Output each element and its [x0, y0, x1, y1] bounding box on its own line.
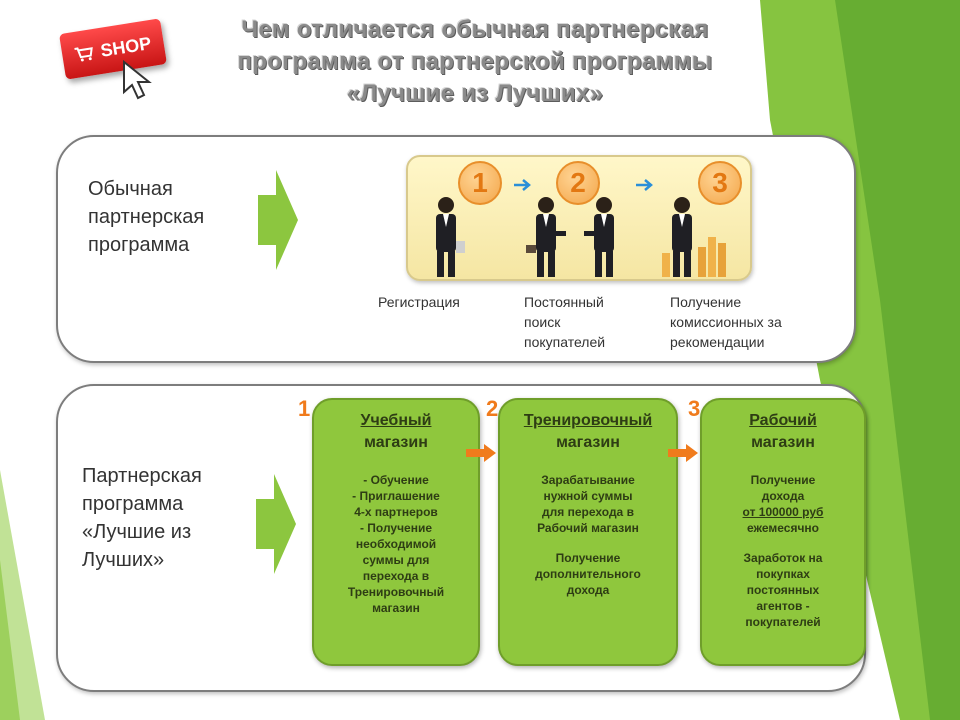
box-line: для перехода в: [510, 504, 666, 520]
box-title: Рабочий магазин: [712, 410, 854, 454]
box-line: магазин: [324, 600, 468, 616]
box-line: ежемесячно: [712, 520, 854, 536]
page-title: Чем отличается обычная партнерская прогр…: [170, 14, 780, 110]
box-line: необходимой: [324, 536, 468, 552]
box-line: - Получение: [324, 520, 468, 536]
step-caption-3: Получение комиссионных за рекомендации: [670, 292, 830, 352]
title-line-1: Чем отличается обычная партнерская: [170, 14, 780, 46]
cursor-icon: [118, 58, 164, 104]
title-line-3: «Лучшие из Лучших»: [170, 78, 780, 110]
shop-number-1: 1: [298, 396, 310, 422]
best-program-label: Партнерская программа «Лучшие из Лучших»: [82, 462, 262, 574]
box-line: - Приглашение: [324, 488, 468, 504]
box-title-line-1: Учебный: [324, 410, 468, 432]
step-arrow-icon: [636, 179, 656, 191]
step-caption-1: Регистрация: [378, 292, 498, 312]
box-line: Получение: [712, 472, 854, 488]
steps-illustration: 1 2 3: [406, 155, 752, 281]
box-line: Получение: [510, 550, 666, 566]
box-arrow-icon: [466, 444, 496, 462]
box-title: Тренировочный магазин: [510, 410, 666, 454]
step-arrow-icon: [514, 179, 534, 191]
box-line: дохода: [712, 488, 854, 504]
cart-icon: [74, 44, 96, 63]
box-line: суммы для: [324, 552, 468, 568]
box-title-line-2: магазин: [364, 434, 428, 451]
box-title-line-2: магазин: [556, 434, 620, 451]
regular-program-arrow-icon: [258, 170, 298, 270]
box-title-line-2: магазин: [751, 434, 815, 451]
shop-number-2: 2: [486, 396, 498, 422]
box-line: покупках: [712, 566, 854, 582]
box-line: покупателей: [712, 614, 854, 630]
best-program-arrow-icon: [256, 474, 296, 574]
box-body: Получение дохода от 100000 руб ежемесячн…: [712, 472, 854, 630]
box-line: нужной суммы: [510, 488, 666, 504]
box-line: Заработок на: [712, 550, 854, 566]
box-line: агентов -: [712, 598, 854, 614]
regular-program-label: Обычная партнерская программа: [88, 175, 263, 259]
box-line: Тренировочный: [324, 584, 468, 600]
box-body: - Обучение - Приглашение 4-х партнеров -…: [324, 472, 468, 616]
title-line-2: программа от партнерской программы: [170, 46, 780, 78]
box-title: Учебный магазин: [324, 410, 468, 454]
businessman-icon: [426, 195, 466, 281]
box-line: дополнительного: [510, 566, 666, 582]
box-line: - Обучение: [324, 472, 468, 488]
step-caption-2: Постоянный поиск покупателей: [524, 292, 644, 352]
box-line: Зарабатывание: [510, 472, 666, 488]
practice-shop-box: Тренировочный магазин Зарабатывание нужн…: [498, 398, 678, 666]
box-title-line-1: Тренировочный: [510, 410, 666, 432]
box-arrow-icon: [668, 444, 698, 462]
box-line: дохода: [510, 582, 666, 598]
box-line: перехода в: [324, 568, 468, 584]
training-shop-box: Учебный магазин - Обучение - Приглашение…: [312, 398, 480, 666]
businessman-icon: [584, 195, 624, 281]
box-line: от 100000 руб: [712, 504, 854, 520]
box-line: постоянных: [712, 582, 854, 598]
working-shop-box: Рабочий магазин Получение дохода от 1000…: [700, 398, 866, 666]
box-title-line-1: Рабочий: [712, 410, 854, 432]
box-line: Рабочий магазин: [510, 520, 666, 536]
box-body: Зарабатывание нужной суммы для перехода …: [510, 472, 666, 598]
businessman-with-coins-icon: [662, 195, 742, 281]
box-line: 4-х партнеров: [324, 504, 468, 520]
shop-number-3: 3: [688, 396, 700, 422]
businessman-icon: [526, 195, 566, 281]
